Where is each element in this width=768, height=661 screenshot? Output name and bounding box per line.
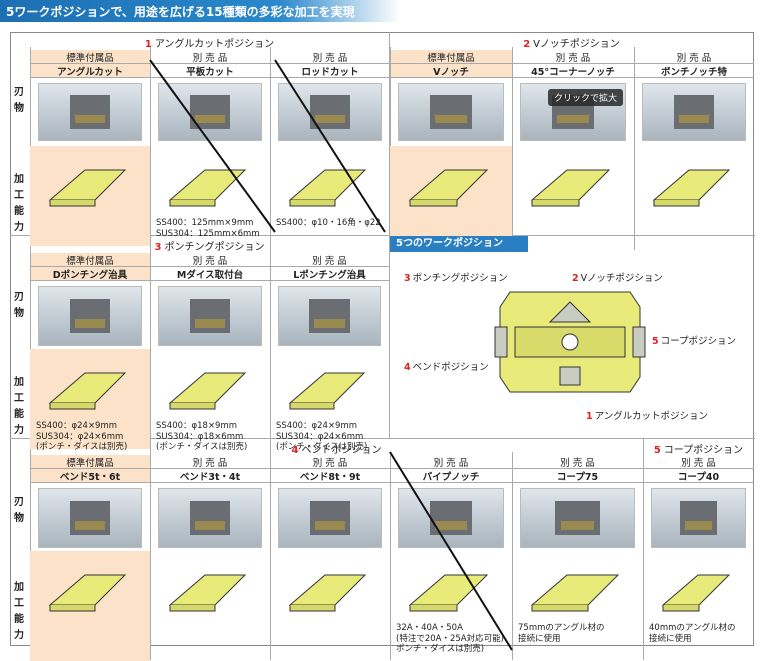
- tool-photo: [278, 286, 381, 346]
- item-name: コープ75: [512, 469, 643, 483]
- item-name: ロッドカット: [270, 64, 390, 78]
- item-name: Dポンチング治具: [30, 267, 150, 281]
- workpiece-drawing: [530, 169, 611, 207]
- workpiece-drawing: [408, 169, 489, 207]
- tool-photo: [158, 83, 262, 141]
- tool-photo: [158, 488, 262, 548]
- item-name: ボンチノッチ特: [634, 64, 754, 78]
- item-name: パイプノッチ: [390, 469, 512, 483]
- tool-photo: [278, 83, 382, 141]
- banner-title: 5ワークポジションで、用途を広げる15種類の多彩な加工を実現: [6, 5, 355, 19]
- item-name: 45°コーナーノッチ: [512, 64, 634, 78]
- row-label-capacity: 加工能力: [14, 174, 24, 233]
- workpiece-drawing: [168, 574, 247, 612]
- item-name: ベンド5t・6t: [30, 469, 150, 483]
- item-type: 別 売 品: [270, 455, 390, 469]
- work-position-title: 5つのワークポジション: [390, 236, 528, 252]
- tool-photo: [398, 488, 504, 548]
- table-frame: [10, 32, 754, 646]
- item-name: Lポンチング治具: [270, 267, 389, 281]
- item-type: 標準付属品: [390, 50, 512, 64]
- capacity-note: 40mmのアングル材の接続に使用: [649, 623, 736, 644]
- item-type: 標準付属品: [30, 253, 150, 267]
- item-type: 別 売 品: [390, 455, 512, 469]
- workpiece-drawing: [168, 372, 247, 410]
- item-name: ベンド8t・9t: [270, 469, 390, 483]
- workpiece-drawing: [168, 169, 247, 207]
- banner: 5ワークポジションで、用途を広げる15種類の多彩な加工を実現: [0, 0, 768, 22]
- workpiece-drawing: [288, 574, 367, 612]
- workpiece-drawing: [652, 169, 731, 207]
- row-label-blade: 刃物: [14, 87, 24, 114]
- workpiece-drawing: [661, 574, 731, 612]
- tool-photo: [38, 488, 142, 548]
- work-position-diagram: [494, 291, 646, 393]
- item-name: Vノッチ: [390, 64, 512, 78]
- tool-photo: [38, 83, 142, 141]
- workpiece-drawing: [48, 169, 127, 207]
- row-label-capacity: 加工能力: [14, 377, 24, 436]
- workpiece-drawing: [288, 372, 366, 410]
- tool-photo: [642, 83, 746, 141]
- capacity-note: 32A・40A・50A(特注で20A・25A対応可能)ポンチ・ダイスは別売): [396, 623, 504, 655]
- item-name: Mダイス取付台: [150, 267, 270, 281]
- capacity-note: 75mmのアングル材の接続に使用: [518, 623, 605, 644]
- workpiece-drawing: [288, 169, 367, 207]
- item-type: 別 売 品: [150, 455, 270, 469]
- row-label-capacity: 加工能力: [14, 582, 24, 641]
- item-type: 標準付属品: [30, 50, 150, 64]
- item-name: ベンド3t・4t: [150, 469, 270, 483]
- tool-photo: [651, 488, 746, 548]
- item-type: 別 売 品: [270, 50, 390, 64]
- item-type: 標準付属品: [30, 455, 150, 469]
- workpiece-drawing: [48, 574, 127, 612]
- tool-photo: [38, 286, 142, 346]
- tool-photo: [158, 286, 262, 346]
- workpiece-drawing: [408, 574, 489, 612]
- row-label-blade: 刃物: [14, 497, 24, 524]
- item-type: 別 売 品: [634, 50, 754, 64]
- item-type: 別 売 品: [512, 455, 643, 469]
- zoom-button[interactable]: クリックで拡大: [548, 89, 624, 106]
- tool-photo: [398, 83, 504, 141]
- workpiece-drawing: [48, 372, 127, 410]
- item-type: 別 売 品: [270, 253, 389, 267]
- item-type: 別 売 品: [512, 50, 634, 64]
- tool-photo: [520, 488, 635, 548]
- item-name: 平板カット: [150, 64, 270, 78]
- workpiece-drawing: [530, 574, 620, 612]
- item-type: 別 売 品: [643, 455, 754, 469]
- item-type: 別 売 品: [150, 50, 270, 64]
- tool-photo: [278, 488, 382, 548]
- item-type: 別 売 品: [150, 253, 270, 267]
- capacity-note: SS400：φ10・16角・φ22: [276, 218, 381, 228]
- item-name: アングルカット: [30, 64, 150, 78]
- item-name: コープ40: [643, 469, 754, 483]
- row-label-blade: 刃物: [14, 292, 24, 319]
